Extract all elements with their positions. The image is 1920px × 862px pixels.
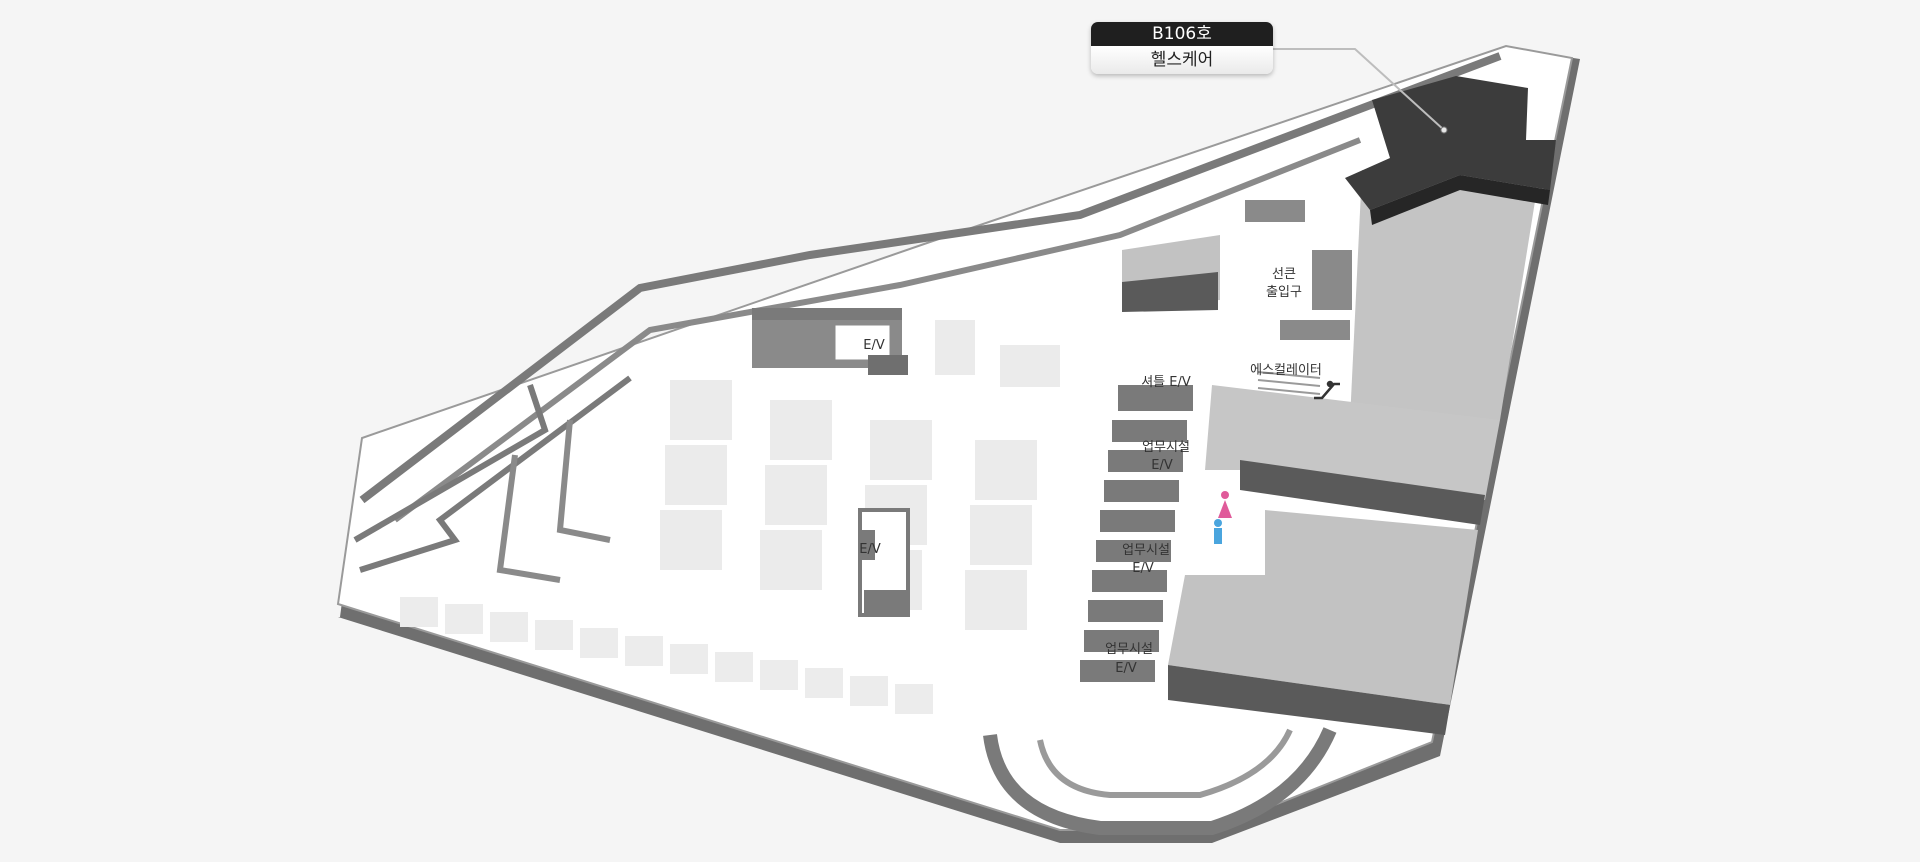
sunken-entrance-line1: 선큰 [1272,267,1296,282]
office-ev-2-line1: 업무시설 [1122,543,1170,558]
office-ev-3-line1: 업무시설 [1105,642,1153,657]
location-dot-icon [1440,126,1448,134]
left-wall-segment [353,384,549,543]
escalator-area [1257,371,1321,395]
retail-block-bottom-wall [1168,665,1450,735]
escalator-label: 에스컬레이터 [1250,363,1322,378]
office-ev-column [1080,385,1193,682]
ramp-curve-inner [1037,728,1293,798]
sunken-entrance-stairs [1245,200,1352,340]
left-inner-wall-3 [556,419,611,543]
sunken-entrance-line2: 출입구 [1266,285,1302,300]
female-restroom-icon [1218,491,1232,518]
left-inner-wall [359,375,632,573]
parking-row-bottom [400,597,933,714]
unit-callout[interactable]: B106호 헬스케어 [1091,22,1273,74]
retail-block-bottom [1168,510,1478,705]
callout-unit-name: 헬스케어 [1091,46,1273,74]
office-ev-1-line2: E/V [1151,458,1173,473]
unit-b106-block[interactable] [1345,76,1556,210]
male-restroom-icon [1214,519,1222,544]
office-ev-2-line2: E/V [1132,561,1154,576]
office-ev-3-line2: E/V [1115,661,1137,676]
callout-leader-line [1273,48,1445,131]
ev-label-center: E/V [859,542,881,557]
ramp-curve [983,727,1337,835]
retail-block-top [1350,170,1540,420]
left-inner-wall-2 [496,454,561,583]
ev-core-center [858,508,910,617]
retail-block-small-wall [1122,272,1218,312]
ev-core-top [752,308,908,375]
office-ev-1-line1: 업무시설 [1142,440,1190,455]
corridor-wall-inner [393,137,1362,523]
ev-label-top: E/V [863,338,885,353]
escalator-icon [1314,380,1340,400]
retail-block-mid-wall [1240,460,1485,525]
unit-b106-block-wall [1370,175,1550,225]
shuttle-ev-label: 셔틀 E/V [1141,375,1191,390]
callout-unit-number: B106호 [1091,22,1273,46]
corridor-wall-top [359,52,1502,504]
